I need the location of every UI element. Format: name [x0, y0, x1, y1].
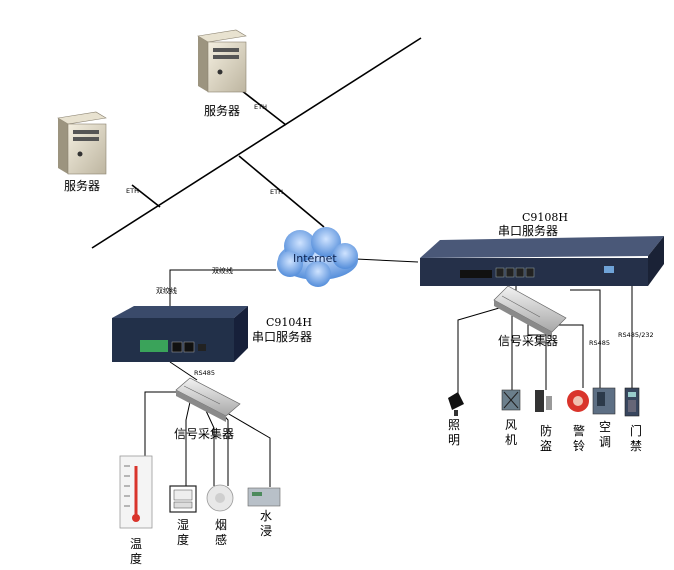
- collector-left-label: 信号采集器: [174, 427, 235, 441]
- server-top-label: 服务器: [204, 104, 241, 118]
- collector-right-rs485-232: RS485/232: [618, 331, 654, 339]
- twisted-pair-label-v: 双绞线: [156, 287, 177, 295]
- collector-right-label: 信号采集器: [498, 334, 559, 348]
- collector-right-hub: [493, 285, 567, 338]
- c9104h-name: 串口服务器: [252, 330, 313, 344]
- collector-left-rs485: RS485: [194, 369, 216, 377]
- endpoint-fan-label: 风机: [504, 418, 517, 447]
- endpoint-access-label: 门禁: [629, 424, 642, 453]
- endpoint-alarm-label: 警铃: [572, 424, 585, 453]
- hygrometer-icon: [169, 485, 197, 513]
- server-left: [57, 111, 107, 175]
- air-conditioner-icon: [592, 387, 616, 415]
- access-control-icon: [624, 387, 640, 417]
- endpoint-lighting-label: 照明: [447, 418, 460, 447]
- lighting-icon: [448, 392, 464, 416]
- endpoint-ac-label: 空调: [598, 420, 611, 449]
- smoke-detector-icon: [206, 484, 234, 512]
- twisted-pair-label-h: 双绞线: [212, 267, 233, 275]
- endpoint-humidity-label: 湿度: [176, 518, 189, 547]
- alarm-bell-icon: [567, 390, 589, 412]
- c9108h-device: [420, 236, 664, 286]
- server-left-label: 服务器: [64, 179, 101, 193]
- server-left-eth-label: ETH: [126, 187, 139, 195]
- c9104h-model: C9104H: [266, 316, 313, 329]
- anti-theft-icon: [535, 390, 552, 412]
- internet-cloud: [277, 227, 358, 287]
- internet-label: Internet: [293, 252, 337, 265]
- c9108h-name: 串口服务器: [498, 224, 559, 238]
- endpoint-water-label: 水浸: [259, 509, 272, 538]
- collector-right-rs485: RS485: [589, 339, 611, 347]
- backbone-lines: [91, 37, 422, 249]
- endpoint-anti-theft-label: 防盗: [539, 424, 552, 453]
- server-top-eth-label: ETH: [254, 103, 267, 111]
- connection-lines: [144, 258, 633, 487]
- c9104h-device: [112, 306, 248, 362]
- thermometer-icon: [119, 455, 153, 529]
- server-top: [197, 29, 247, 93]
- collector-left-hub: [175, 377, 241, 422]
- endpoint-smoke-label: 烟感: [214, 518, 227, 547]
- cloud-eth-label: ETH: [270, 188, 283, 196]
- c9108h-model: C9108H: [522, 211, 569, 224]
- fan-icon: [501, 389, 521, 411]
- water-sensor-icon: [247, 487, 281, 507]
- endpoint-temperature-label: 温度: [129, 537, 142, 566]
